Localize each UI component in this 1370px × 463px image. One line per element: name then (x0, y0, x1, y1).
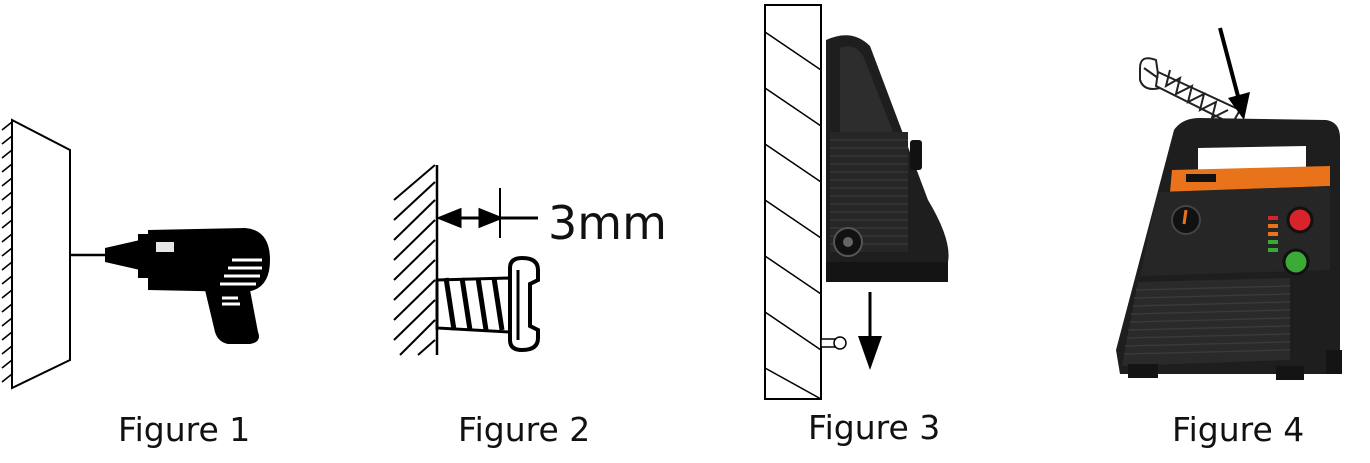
figure-3-caption: Figure 3 (808, 408, 941, 447)
figure-2-caption: Figure 2 (458, 410, 591, 449)
wall-hatching (393, 164, 436, 356)
figure-2-illustration (393, 164, 540, 356)
figure-1-illustration (1, 118, 270, 390)
energizer-side-icon (826, 35, 949, 283)
figure-3-illustration (764, 4, 949, 400)
energizer-front-icon (1116, 118, 1342, 380)
dimension-arrow (435, 207, 538, 229)
figure-1-caption: Figure 1 (118, 410, 251, 449)
wall-board (764, 4, 822, 400)
dimension-label: 3mm (548, 196, 667, 250)
screw-icon (820, 336, 847, 350)
down-arrow-icon (1218, 27, 1250, 120)
wall-board (11, 118, 71, 390)
drill-icon (148, 228, 270, 344)
screw-icon (1139, 57, 1242, 126)
figure-4-caption: Figure 4 (1172, 410, 1305, 449)
figure-4-illustration (1116, 27, 1342, 380)
down-arrow-icon (858, 292, 882, 370)
screw-icon (435, 255, 540, 353)
